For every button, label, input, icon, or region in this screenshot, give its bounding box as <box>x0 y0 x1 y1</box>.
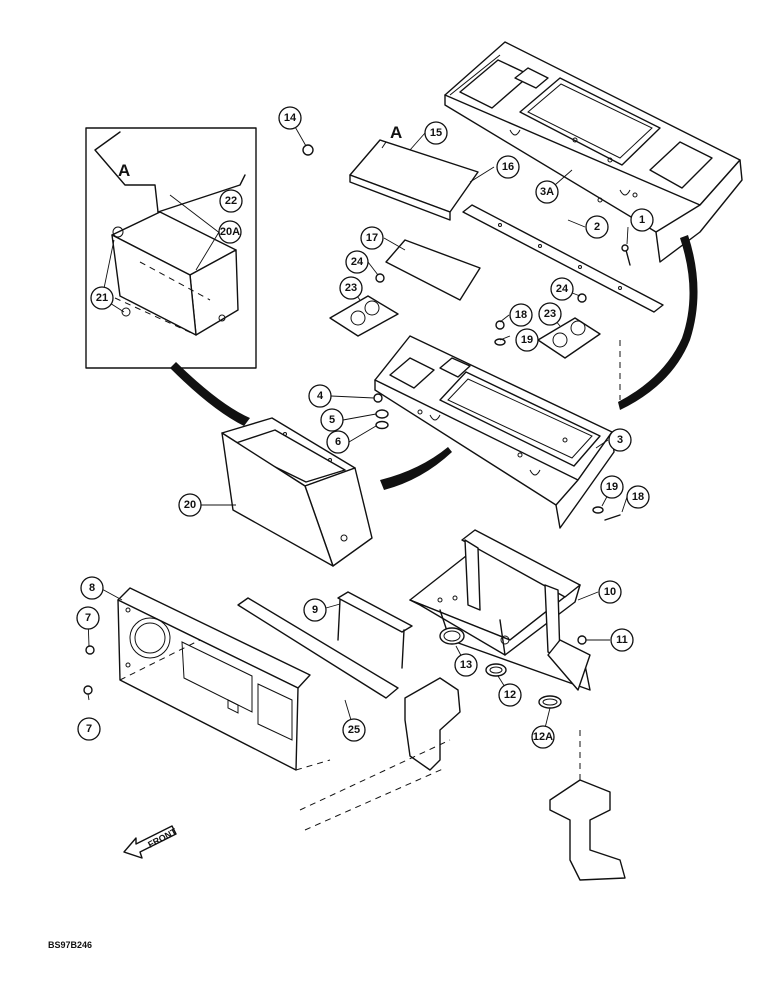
callout-20a: 20A <box>218 220 242 244</box>
svg-text:19: 19 <box>606 481 618 493</box>
callout-17: 17 <box>360 226 384 250</box>
svg-text:7: 7 <box>85 612 91 624</box>
svg-text:23: 23 <box>544 308 556 320</box>
svg-text:17: 17 <box>366 232 378 244</box>
svg-text:9: 9 <box>312 604 318 616</box>
svg-text:7: 7 <box>86 723 92 735</box>
svg-text:20A: 20A <box>220 226 240 238</box>
svg-text:22: 22 <box>225 195 237 207</box>
callout-23-right: 23 <box>538 302 562 326</box>
lid-15-16 <box>349 139 479 221</box>
switch-bezel-23-right <box>537 317 601 359</box>
pad-17 <box>385 239 481 301</box>
svg-text:8: 8 <box>89 582 95 594</box>
svg-text:13: 13 <box>460 659 472 671</box>
callout-6: 6 <box>326 430 350 454</box>
callout-16: 16 <box>496 155 520 179</box>
inset-view-a <box>85 127 257 369</box>
callout-23-left: 23 <box>339 276 363 300</box>
front-direction-arrow: FRONT <box>123 825 179 859</box>
svg-text:12: 12 <box>504 689 516 701</box>
callout-24-left: 24 <box>345 250 369 274</box>
svg-text:24: 24 <box>556 283 569 295</box>
callout-22: 22 <box>219 189 243 213</box>
svg-text:20: 20 <box>184 499 196 511</box>
svg-text:12A: 12A <box>533 731 553 743</box>
front-label: FRONT <box>146 826 179 850</box>
svg-text:15: 15 <box>430 127 442 139</box>
callout-24-right: 24 <box>550 277 574 301</box>
svg-text:11: 11 <box>616 634 628 646</box>
callout-7-lower: 7 <box>77 717 101 741</box>
hardware <box>83 144 631 695</box>
panel-25 <box>237 597 399 699</box>
callout-2: 2 <box>585 215 609 239</box>
callout-19-lower: 19 <box>600 475 624 499</box>
callout-19-upper: 19 <box>515 328 539 352</box>
switch-bezel-23-left <box>329 295 399 337</box>
storage-bin-20 <box>221 417 373 567</box>
svg-text:24: 24 <box>351 256 364 268</box>
console-3 <box>374 335 615 529</box>
svg-text:19: 19 <box>521 334 533 346</box>
callout-4: 4 <box>308 384 332 408</box>
svg-text:3: 3 <box>617 434 623 446</box>
front-panel-8 <box>117 587 311 771</box>
console-cover-3a <box>444 41 743 263</box>
callout-1: 1 <box>630 208 654 232</box>
callout-14: 14 <box>278 106 302 130</box>
callout-13: 13 <box>454 653 478 677</box>
callout-18-upper: 18 <box>509 303 533 327</box>
svg-text:25: 25 <box>348 724 360 736</box>
callout-12: 12 <box>498 683 522 707</box>
grommet-12a <box>538 695 562 709</box>
svg-text:16: 16 <box>502 161 514 173</box>
svg-text:6: 6 <box>335 436 341 448</box>
svg-text:3A: 3A <box>540 186 554 198</box>
callout-3a: 3A <box>535 180 559 204</box>
svg-text:14: 14 <box>284 112 297 124</box>
assembly-arrows <box>170 235 698 490</box>
svg-text:23: 23 <box>345 282 357 294</box>
callout-25: 25 <box>342 718 366 742</box>
callout-11: 11 <box>610 628 634 652</box>
cab-structure <box>119 340 626 881</box>
callout-7-upper: 7 <box>76 606 100 630</box>
svg-text:1: 1 <box>639 214 645 226</box>
svg-text:21: 21 <box>96 292 108 304</box>
callout-3: 3 <box>608 428 632 452</box>
grommet-12 <box>485 663 507 677</box>
svg-text:5: 5 <box>329 414 335 426</box>
trim-strip-2 <box>462 204 664 313</box>
svg-text:18: 18 <box>515 309 527 321</box>
svg-text:2: 2 <box>594 221 600 233</box>
callout-18-lower: 18 <box>626 485 650 509</box>
svg-text:10: 10 <box>604 586 616 598</box>
mounting-frame-10 <box>409 529 591 691</box>
bracket-9 <box>337 591 413 669</box>
grommet-13 <box>439 627 465 645</box>
svg-text:4: 4 <box>317 390 324 402</box>
view-marker-a-main: A <box>390 123 402 142</box>
drawing-code: BS97B246 <box>48 940 92 950</box>
callout-15: 15 <box>424 121 448 145</box>
svg-text:18: 18 <box>632 491 644 503</box>
callout-10: 10 <box>598 580 622 604</box>
callout-12a: 12A <box>531 725 555 749</box>
view-marker-a-inset: A <box>118 161 130 180</box>
callout-5: 5 <box>320 408 344 432</box>
callout-9: 9 <box>303 598 327 622</box>
callout-20: 20 <box>178 493 202 517</box>
callout-21: 21 <box>90 286 114 310</box>
callout-8: 8 <box>80 576 104 600</box>
